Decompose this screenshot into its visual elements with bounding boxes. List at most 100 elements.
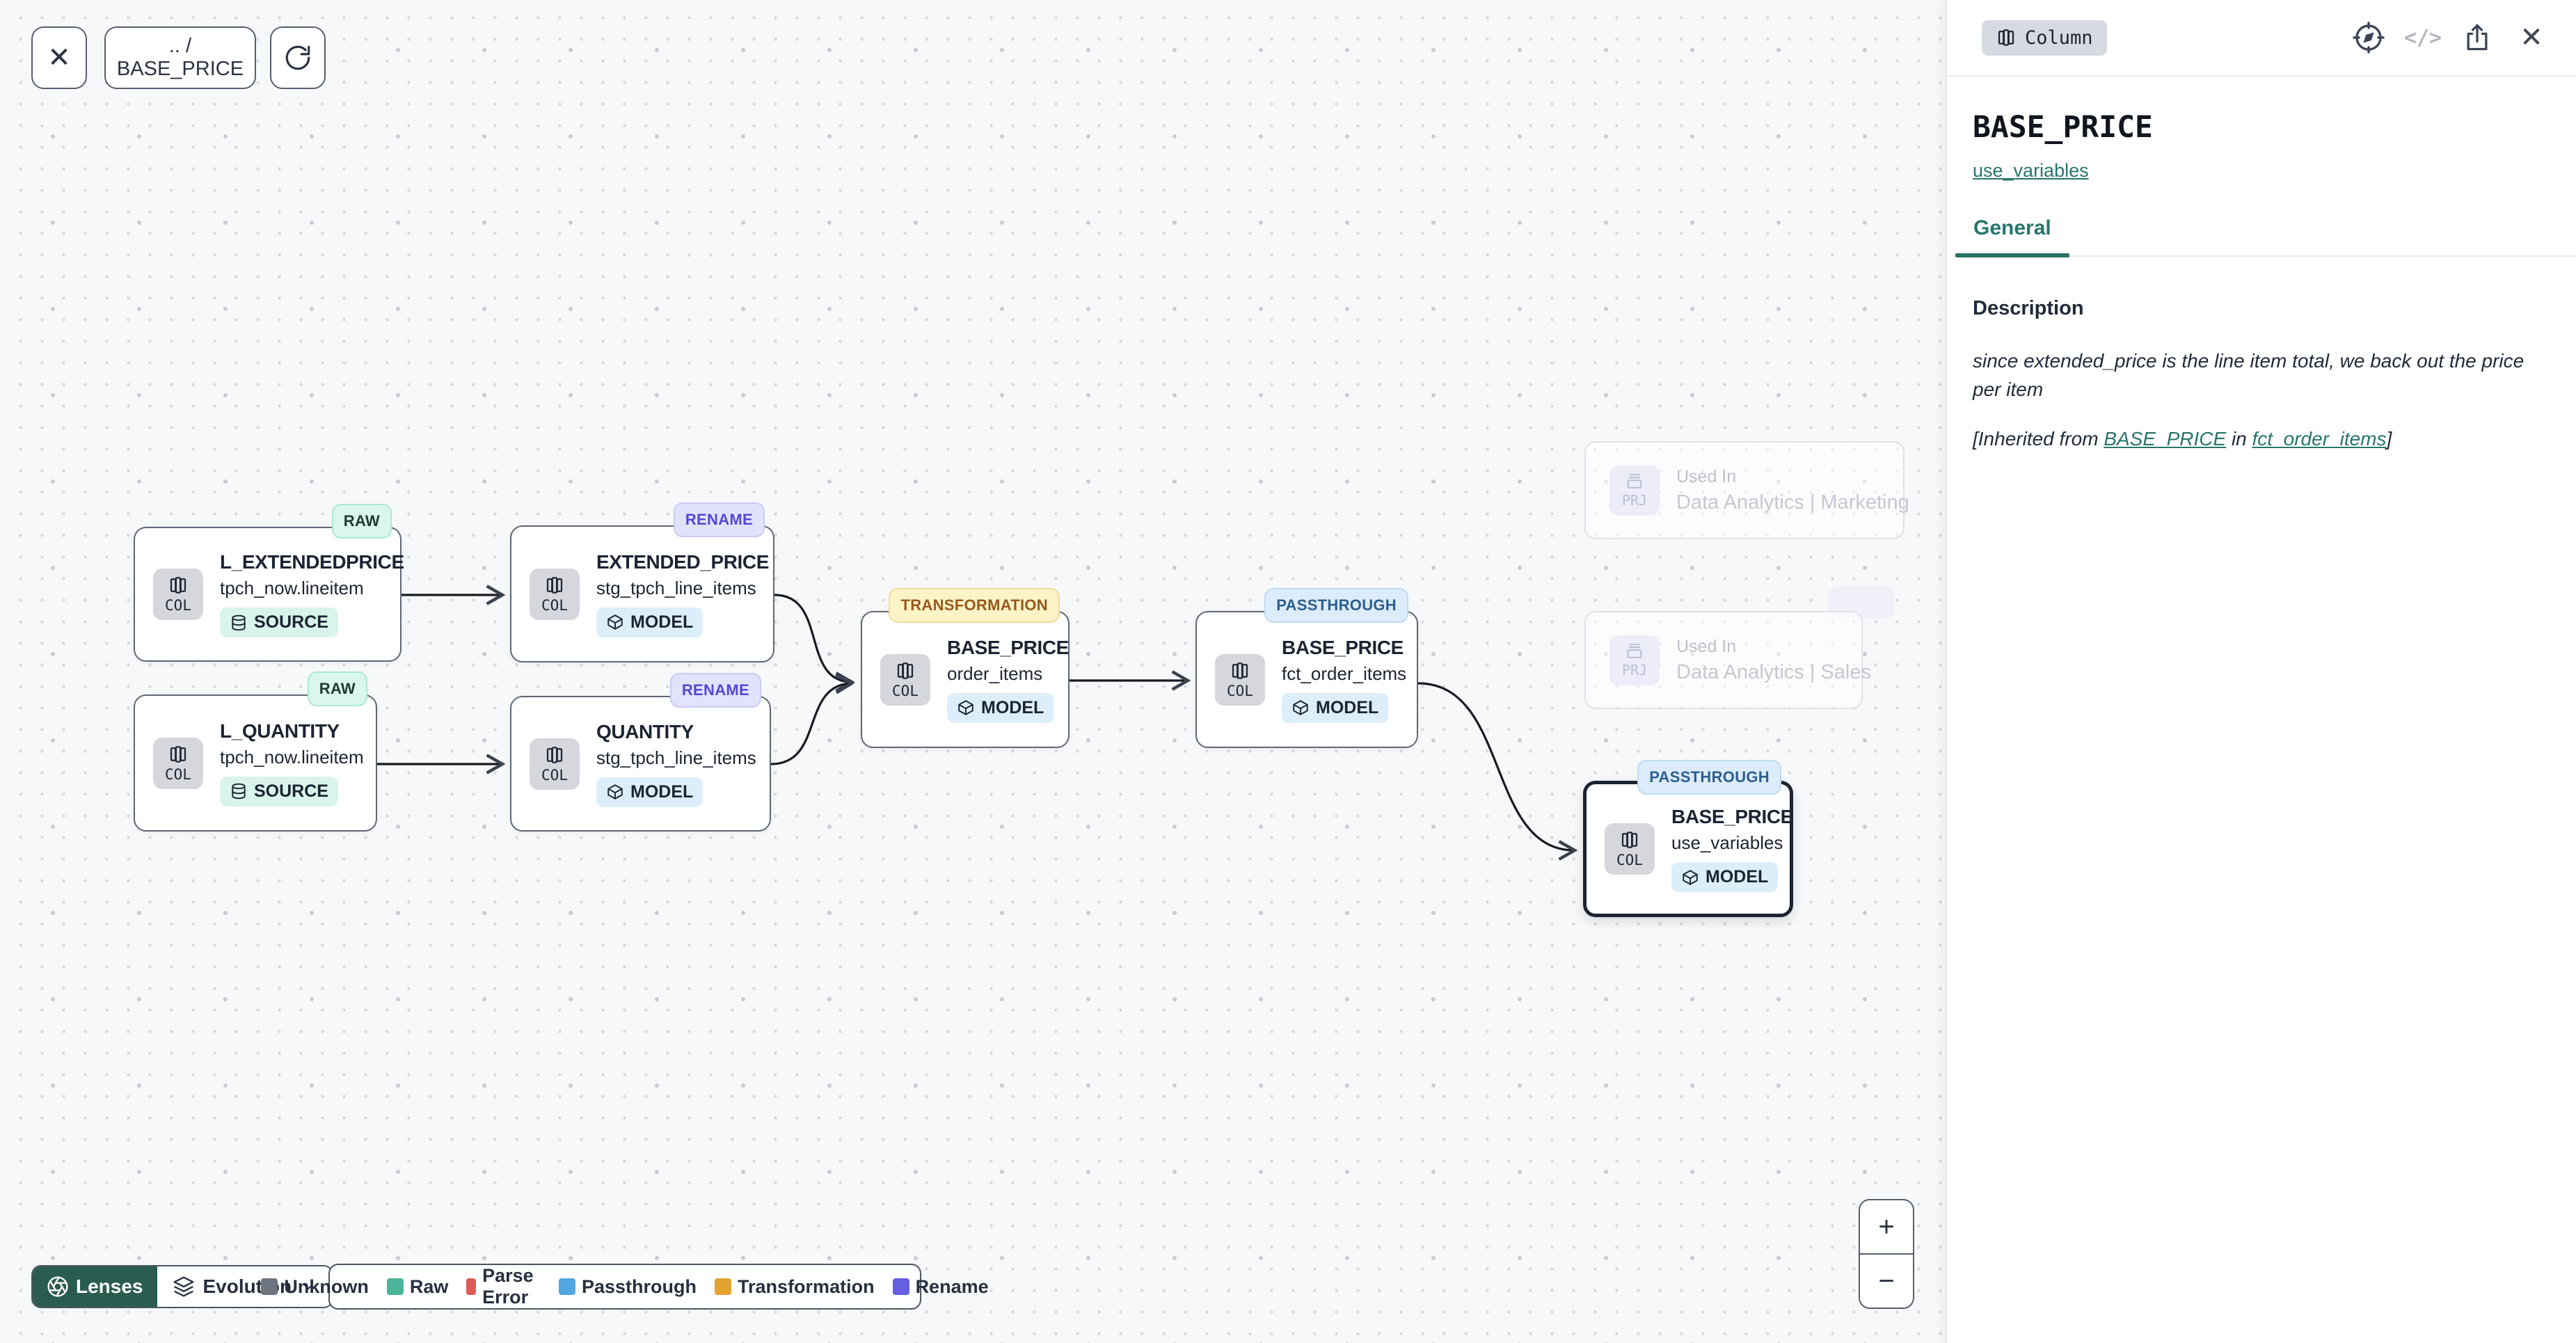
share-icon bbox=[2467, 24, 2488, 51]
node-quantity[interactable]: RENAME COL QUANTITY stg_tpch_line_items … bbox=[510, 673, 771, 832]
node-title: BASE_PRICE bbox=[1282, 636, 1404, 658]
cube-icon bbox=[607, 784, 623, 800]
lenses-button[interactable]: Lenses bbox=[33, 1266, 157, 1307]
legend-swatch-passthrough bbox=[559, 1278, 575, 1295]
project-icon: PRJ bbox=[1609, 635, 1660, 685]
chevron-down-icon bbox=[303, 1284, 314, 1289]
model-chip: MODEL bbox=[1671, 862, 1779, 892]
status-badge: RENAME bbox=[669, 673, 761, 708]
inherited-model-link[interactable]: fct_order_items bbox=[2252, 427, 2387, 450]
legend-swatch-parse-error bbox=[466, 1278, 477, 1295]
legend-item: Unknown bbox=[261, 1276, 369, 1298]
cube-icon bbox=[607, 614, 623, 630]
status-badge: RAW bbox=[331, 504, 392, 539]
node-subtitle: order_items bbox=[947, 662, 1043, 684]
legend-swatch-raw bbox=[386, 1278, 404, 1295]
node-l-quantity[interactable]: RAW COL L_QUANTITY tpch_now.lineitem SOU… bbox=[134, 672, 377, 832]
node-subtitle: tpch_now.lineitem bbox=[220, 746, 364, 768]
zoom-in-button[interactable]: + bbox=[1860, 1200, 1913, 1255]
layers-icon bbox=[173, 1276, 194, 1297]
explore-compass-button[interactable] bbox=[2352, 21, 2385, 54]
column-icon: COL bbox=[153, 737, 203, 789]
column-icon: COL bbox=[1215, 653, 1265, 706]
share-button[interactable] bbox=[2460, 21, 2494, 54]
column-icon: COL bbox=[153, 569, 203, 620]
legend-swatch-rename bbox=[892, 1278, 909, 1295]
node-subtitle: stg_tpch_line_items bbox=[596, 577, 756, 598]
lens-legend: Unknown Raw Parse Error Passthrough Tran… bbox=[261, 1264, 989, 1310]
used-in-node-marketing[interactable]: PRJ Used In Data Analytics | Marketing bbox=[1584, 441, 1909, 539]
refresh-button[interactable] bbox=[270, 26, 326, 89]
status-badge: TRANSFORMATION bbox=[889, 588, 1060, 623]
cube-icon bbox=[1293, 700, 1308, 715]
lineage-canvas[interactable]: ✕ .. / BASE_PRICE RAW COL L_EXTENDEDPRIC… bbox=[0, 0, 1946, 1343]
panel-header: Column </> ✕ bbox=[1947, 0, 2576, 77]
cube-icon bbox=[958, 700, 973, 715]
node-title: L_EXTENDEDPRICE bbox=[220, 551, 404, 573]
node-base-price-fct-order-items[interactable]: PASSTHROUGH COL BASE_PRICE fct_order_ite… bbox=[1195, 588, 1418, 748]
node-title: BASE_PRICE bbox=[947, 636, 1069, 658]
used-in-label: Used In bbox=[1676, 466, 1737, 486]
used-in-node-sales[interactable]: PRJ Used In Data Analytics | Sales bbox=[1584, 611, 1871, 709]
column-icon: COL bbox=[1605, 823, 1655, 875]
status-badge: PASSTHROUGH bbox=[1264, 588, 1408, 623]
panel-tabs: General bbox=[1955, 216, 2576, 257]
node-title: EXTENDED_PRICE bbox=[596, 550, 770, 573]
status-badge: PASSTHROUGH bbox=[1637, 760, 1781, 795]
close-panel-button[interactable]: ✕ bbox=[2520, 22, 2543, 53]
legend-item: Rename bbox=[892, 1276, 989, 1298]
lens-select-evolution[interactable]: Evolution bbox=[157, 1266, 333, 1307]
legend-item: Raw bbox=[386, 1276, 448, 1298]
zoom-out-button[interactable]: − bbox=[1878, 1265, 1895, 1296]
status-badge: RAW bbox=[307, 672, 367, 706]
model-chip: MODEL bbox=[947, 692, 1054, 723]
column-icon: COL bbox=[880, 653, 930, 706]
breadcrumb-label: .. / BASE_PRICE bbox=[116, 35, 244, 80]
breadcrumb[interactable]: .. / BASE_PRICE bbox=[104, 26, 256, 89]
aperture-icon bbox=[47, 1276, 68, 1297]
used-in-project: Data Analytics | Marketing bbox=[1676, 491, 1909, 514]
description-text: since extended_price is the line item to… bbox=[1973, 350, 2525, 401]
legend-item: Transformation bbox=[715, 1276, 875, 1298]
node-base-price-use-variables[interactable]: PASSTHROUGH COL BASE_PRICE use_variables… bbox=[1583, 760, 1793, 917]
node-title: QUANTITY bbox=[596, 720, 694, 742]
legend-swatch-unknown bbox=[261, 1278, 278, 1295]
model-chip: MODEL bbox=[1282, 692, 1389, 723]
compass-icon bbox=[2353, 22, 2385, 54]
column-icon: COL bbox=[530, 738, 580, 790]
model-link[interactable]: use_variables bbox=[1973, 160, 2089, 181]
panel-title: BASE_PRICE bbox=[1973, 110, 2153, 145]
column-icon: COL bbox=[530, 568, 580, 620]
node-title: BASE_PRICE bbox=[1671, 806, 1793, 827]
node-subtitle: use_variables bbox=[1671, 832, 1783, 853]
database-icon bbox=[232, 783, 246, 800]
model-chip: MODEL bbox=[596, 777, 703, 807]
legend-item: Passthrough bbox=[559, 1276, 697, 1298]
source-chip: SOURCE bbox=[220, 776, 338, 806]
node-l-extendedprice[interactable]: RAW COL L_EXTENDEDPRICE tpch_now.lineite… bbox=[134, 504, 404, 662]
zoom-controls: + − bbox=[1859, 1199, 1914, 1309]
node-title: L_QUANTITY bbox=[220, 720, 340, 742]
source-chip: SOURCE bbox=[220, 607, 338, 637]
node-extended-price[interactable]: RENAME COL EXTENDED_PRICE stg_tpch_line_… bbox=[510, 502, 774, 662]
project-icon: PRJ bbox=[1609, 465, 1660, 516]
node-base-price-order-items[interactable]: TRANSFORMATION COL BASE_PRICE order_item… bbox=[861, 588, 1070, 748]
status-badge: RENAME bbox=[673, 502, 765, 537]
details-panel: Column </> ✕ BASE_PRICE use_variables Ge… bbox=[1946, 0, 2576, 1343]
node-subtitle: stg_tpch_line_items bbox=[596, 747, 756, 768]
description-heading: Description bbox=[1973, 297, 2084, 319]
node-subtitle: fct_order_items bbox=[1282, 662, 1407, 684]
database-icon bbox=[232, 614, 246, 630]
used-in-label: Used In bbox=[1676, 636, 1737, 656]
close-lineage-button[interactable]: ✕ bbox=[31, 26, 87, 89]
tab-general[interactable]: General bbox=[1955, 216, 2069, 257]
refresh-icon bbox=[285, 45, 310, 70]
model-chip: MODEL bbox=[596, 607, 703, 637]
code-view-button[interactable]: </> bbox=[2403, 25, 2442, 50]
panel-body: BASE_PRICE use_variables General Descrip… bbox=[1947, 77, 2576, 450]
inherited-from-line: [Inherited from BASE_PRICE in fct_order_… bbox=[1973, 427, 2392, 450]
inherited-column-link[interactable]: BASE_PRICE bbox=[2104, 427, 2227, 450]
entity-type-badge: Column bbox=[1982, 19, 2107, 56]
cube-icon bbox=[1683, 869, 1698, 885]
